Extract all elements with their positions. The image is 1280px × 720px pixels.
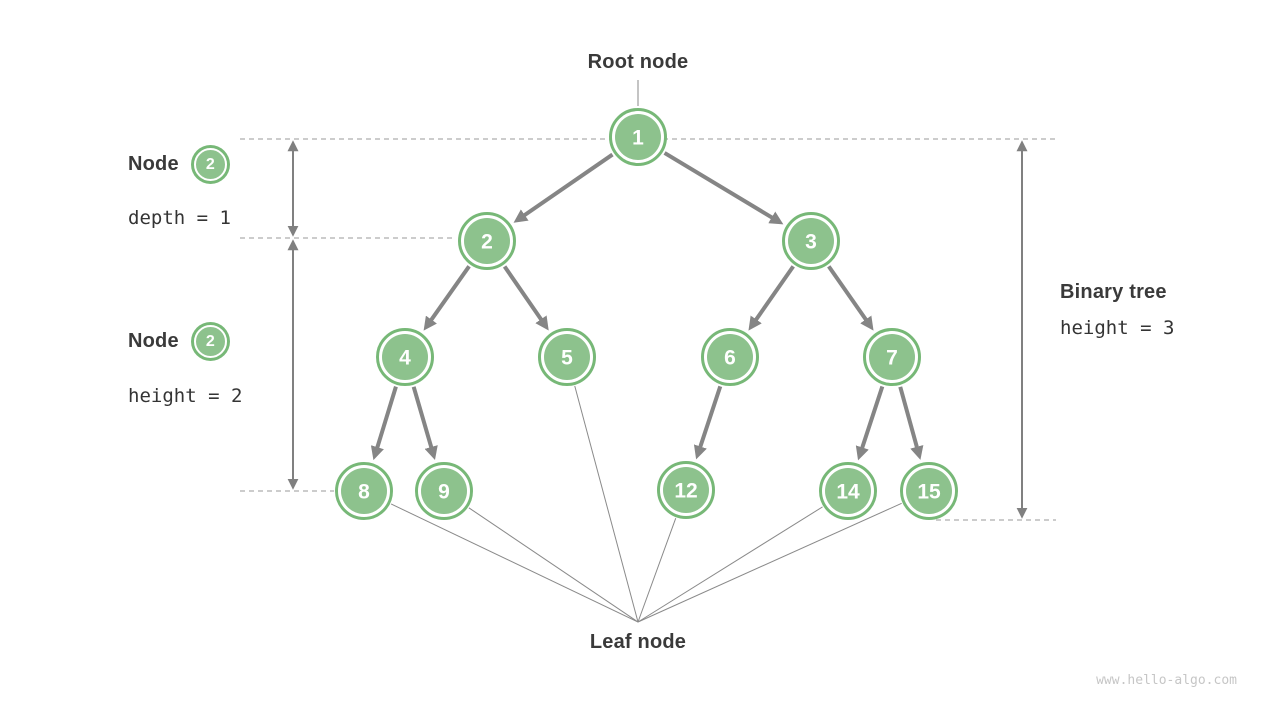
tree-edge-2-4: [423, 265, 471, 331]
depth-formula: depth = 1: [128, 207, 231, 229]
node-value: 4: [399, 347, 411, 370]
tree-node-9: 9: [415, 462, 473, 520]
node-value: 5: [561, 347, 573, 370]
tree-node-2: 2: [458, 212, 516, 270]
node-core: [869, 334, 915, 380]
tree-edge-6-12: [693, 385, 723, 460]
leaf-connector: [574, 385, 639, 623]
node-height-badge: 2: [193, 325, 227, 358]
tree-edge-1-2: [513, 152, 614, 223]
node-core: [341, 468, 387, 514]
root-node-label: Root node: [587, 51, 689, 73]
node-value: 7: [886, 347, 898, 370]
node-core: [421, 468, 467, 514]
measure-arrows: [287, 140, 1028, 519]
node-core: [788, 218, 834, 264]
tree-edge-1-3: [663, 151, 784, 225]
node-value: 8: [358, 481, 370, 504]
binary-tree-formula: height = 3: [1060, 317, 1175, 339]
node-height-caption: Node 2: [128, 325, 227, 358]
tree-edge-4-8: [370, 386, 398, 461]
leaf-connector: [637, 502, 902, 623]
node-value: 14: [836, 481, 860, 504]
tree-edge-3-6: [748, 265, 795, 331]
node-height-title: Node: [128, 330, 179, 352]
node-value: 1: [632, 127, 644, 150]
node-value: 12: [674, 480, 697, 503]
tree-node-4: 4: [376, 328, 434, 386]
watermark: www.hello-algo.com: [1096, 673, 1237, 688]
tree-node-5: 5: [538, 328, 596, 386]
tree-node-3: 3: [782, 212, 840, 270]
node-core: [464, 218, 510, 264]
tree-node-15: 15: [900, 462, 958, 520]
node-core: [663, 467, 709, 513]
height-formula: height = 2: [128, 385, 243, 407]
leaf-connector: [468, 507, 639, 623]
node-value: 15: [917, 481, 941, 504]
leaf-connector: [637, 518, 677, 623]
node-core: [544, 334, 590, 380]
tree-node-1: 1: [609, 108, 667, 166]
annotation-lines: [390, 80, 902, 623]
tree-edge-2-5: [502, 265, 549, 331]
tree-node-8: 8: [335, 462, 393, 520]
tree-edge-4-9: [411, 386, 438, 461]
leaf-node-label: Leaf node: [589, 631, 687, 653]
node-core: [615, 114, 661, 160]
tree-edges: [370, 151, 924, 461]
node-depth-title: Node: [128, 153, 179, 175]
node-core: [707, 334, 753, 380]
node-value: 6: [724, 347, 736, 370]
tree-node-12: 12: [657, 461, 715, 519]
leaf-connector: [637, 506, 823, 623]
leaf-connector: [390, 503, 639, 623]
node-core: [825, 468, 871, 514]
tree-node-14: 14: [819, 462, 877, 520]
node-value: 9: [438, 481, 450, 504]
node-value: 3: [805, 231, 817, 254]
node-core: [382, 334, 428, 380]
tree-edge-7-15: [898, 386, 924, 460]
tree-edge-3-7: [827, 265, 874, 331]
node-value: 2: [481, 231, 493, 254]
tree-node-7: 7: [863, 328, 921, 386]
binary-tree-title: Binary tree: [1060, 281, 1167, 303]
node-depth-caption: Node 2: [128, 148, 227, 181]
node-depth-badge: 2: [193, 148, 227, 181]
tree-edge-7-14: [855, 385, 885, 461]
node-core: [906, 468, 952, 514]
tree-node-6: 6: [701, 328, 759, 386]
